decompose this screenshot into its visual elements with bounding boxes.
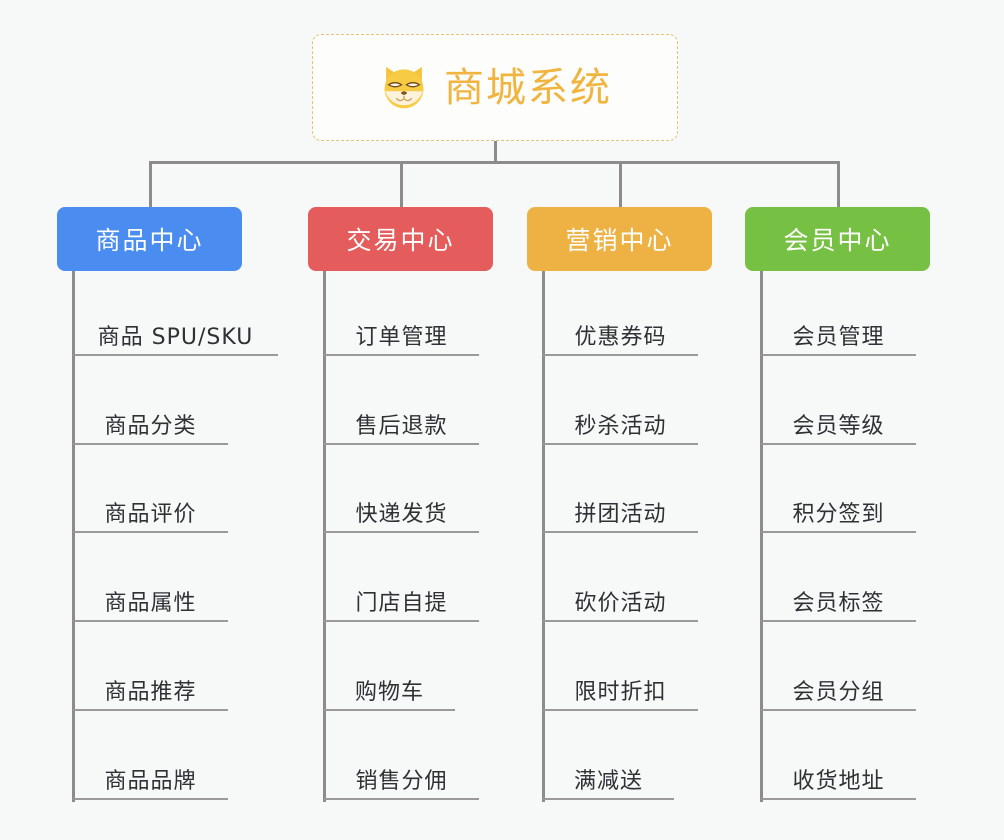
leaf-item-2-3[interactable]: 快递发货: [324, 487, 479, 533]
horizontal-bus-line: [150, 161, 840, 164]
leaf-label: 销售分佣: [355, 768, 448, 794]
category-title-1: 商品中心: [95, 226, 204, 255]
leaf-label: 会员分组: [792, 679, 885, 705]
leaf-label: 优惠券码: [574, 324, 667, 350]
category-title-4: 会员中心: [783, 226, 892, 255]
drop-line-4: [837, 161, 840, 207]
leaf-item-4-4[interactable]: 会员标签: [761, 576, 916, 622]
leaf-label: 会员管理: [792, 324, 885, 350]
leaf-label: 门店自提: [355, 590, 448, 616]
leaf-item-1-1[interactable]: 商品 SPU/SKU: [73, 310, 278, 356]
category-title-3: 营销中心: [565, 226, 674, 255]
leaf-label: 商品评价: [104, 501, 197, 527]
leaf-label: 会员标签: [792, 590, 885, 616]
leaf-label: 限时折扣: [574, 679, 667, 705]
leaf-item-1-2[interactable]: 商品分类: [73, 399, 228, 445]
leaf-label: 会员等级: [792, 413, 885, 439]
category-box-4[interactable]: 会员中心: [745, 207, 930, 271]
root-node[interactable]: 商城系统: [312, 34, 678, 141]
column-trunk-3: [542, 271, 545, 802]
drop-line-3: [619, 161, 622, 207]
leaf-label: 商品品牌: [104, 768, 197, 794]
drop-line-1: [149, 161, 152, 207]
leaf-item-3-3[interactable]: 拼团活动: [543, 487, 698, 533]
leaf-label: 满减送: [573, 768, 643, 794]
leaf-item-3-4[interactable]: 砍价活动: [543, 576, 698, 622]
leaf-label: 积分签到: [792, 501, 885, 527]
leaf-label: 拼团活动: [574, 501, 667, 527]
root-title: 商城系统: [444, 64, 612, 111]
column-trunk-4: [760, 271, 763, 802]
leaf-item-2-5[interactable]: 购物车: [324, 665, 455, 711]
column-trunk-2: [323, 271, 326, 802]
category-title-2: 交易中心: [346, 226, 455, 255]
leaf-item-3-1[interactable]: 优惠券码: [543, 310, 698, 356]
leaf-item-3-6[interactable]: 满减送: [543, 754, 674, 800]
column-trunk-1: [72, 271, 75, 802]
leaf-item-4-3[interactable]: 积分签到: [761, 487, 916, 533]
leaf-label: 订单管理: [355, 324, 448, 350]
leaf-item-2-2[interactable]: 售后退款: [324, 399, 479, 445]
leaf-item-4-1[interactable]: 会员管理: [761, 310, 916, 356]
leaf-item-2-4[interactable]: 门店自提: [324, 576, 479, 622]
shiba-dog-icon: [384, 66, 424, 108]
leaf-item-4-5[interactable]: 会员分组: [761, 665, 916, 711]
drop-line-2: [400, 161, 403, 207]
leaf-label: 售后退款: [355, 413, 448, 439]
leaf-label: 快递发货: [355, 501, 448, 527]
leaf-label: 商品属性: [104, 590, 197, 616]
leaf-label: 商品 SPU/SKU: [97, 324, 254, 350]
leaf-item-2-6[interactable]: 销售分佣: [324, 754, 479, 800]
leaf-item-1-3[interactable]: 商品评价: [73, 487, 228, 533]
leaf-label: 商品推荐: [104, 679, 197, 705]
leaf-item-1-4[interactable]: 商品属性: [73, 576, 228, 622]
leaf-item-3-5[interactable]: 限时折扣: [543, 665, 698, 711]
leaf-label: 秒杀活动: [574, 413, 667, 439]
root-stem-line: [494, 141, 497, 163]
leaf-item-3-2[interactable]: 秒杀活动: [543, 399, 698, 445]
leaf-item-2-1[interactable]: 订单管理: [324, 310, 479, 356]
leaf-label: 砍价活动: [574, 590, 667, 616]
leaf-item-4-6[interactable]: 收货地址: [761, 754, 916, 800]
category-box-3[interactable]: 营销中心: [527, 207, 712, 271]
leaf-item-4-2[interactable]: 会员等级: [761, 399, 916, 445]
category-box-1[interactable]: 商品中心: [57, 207, 242, 271]
leaf-label: 商品分类: [104, 413, 197, 439]
leaf-label: 收货地址: [792, 768, 885, 794]
leaf-item-1-5[interactable]: 商品推荐: [73, 665, 228, 711]
leaf-label: 购物车: [354, 679, 424, 705]
leaf-item-1-6[interactable]: 商品品牌: [73, 754, 228, 800]
category-box-2[interactable]: 交易中心: [308, 207, 493, 271]
